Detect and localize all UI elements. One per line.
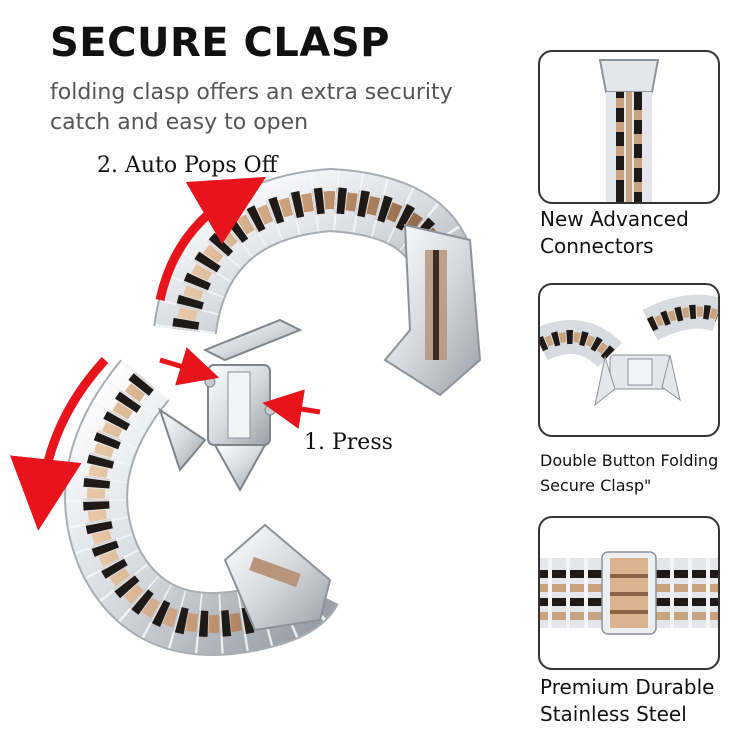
feature-caption-connectors: New Advanced Connectors — [540, 207, 689, 258]
feature-panel-connectors — [538, 50, 720, 204]
feature-caption-clasp: Double Button Folding Secure Clasp" — [540, 451, 719, 495]
feature-panel-steel — [538, 516, 720, 670]
folding-clasp — [158, 318, 303, 493]
open-arrows — [10, 176, 321, 531]
lower-connector — [223, 523, 332, 632]
upper-band — [153, 167, 470, 335]
page-title: SECURE CLASP — [50, 20, 390, 66]
feature-panel-clasp — [538, 283, 720, 437]
step-press-label: 1. Press — [304, 430, 393, 455]
upper-connector — [383, 223, 482, 397]
page-subtitle: folding clasp offers an extra security c… — [50, 80, 453, 135]
feature-caption-steel: Premium Durable Stainless Steel — [540, 675, 715, 726]
watch-band-illustration — [10, 167, 482, 656]
step-auto-pops-label: 2. Auto Pops Off — [97, 153, 278, 178]
